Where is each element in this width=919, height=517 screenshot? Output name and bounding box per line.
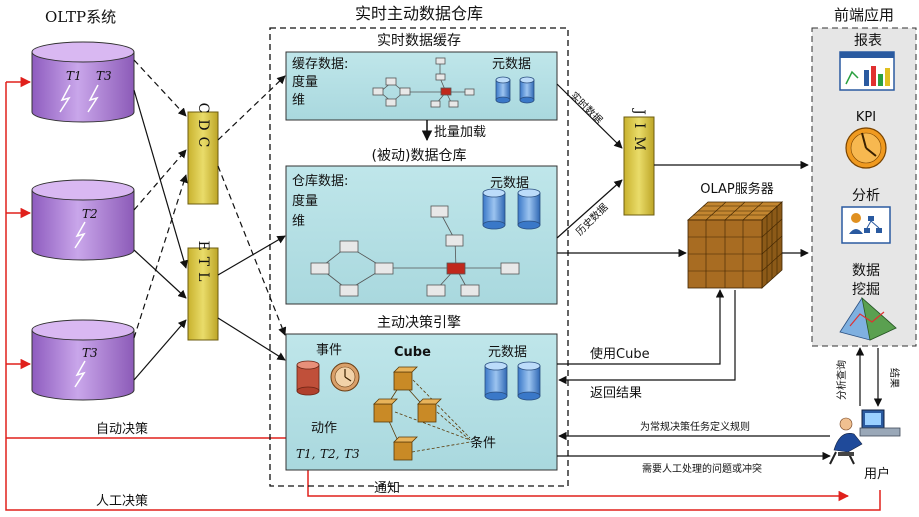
- result-label: 结果: [888, 368, 901, 388]
- to-jim-arrows: [556, 83, 809, 239]
- cache-dim-label: 维: [292, 93, 305, 108]
- engine-meta-label: 元数据: [488, 345, 527, 360]
- auto-decision-label: 自动决策: [96, 421, 148, 437]
- mining-pyramid-icon: [839, 296, 897, 341]
- passive-meta-label: 元数据: [490, 176, 529, 191]
- cache-title: 实时数据缓存: [377, 33, 461, 49]
- manual-decision-label: 人工决策: [96, 493, 148, 509]
- cache-star-schema: [372, 57, 475, 108]
- olap-arrows: [557, 248, 809, 385]
- passive-panel: 仓库数据: 度量 维 元数据: [285, 165, 558, 305]
- passive-dim-label: 维: [292, 214, 305, 229]
- manual-decision-arrows: [5, 76, 881, 511]
- notify-label: 通知: [374, 480, 400, 496]
- action-t2: T2,: [320, 447, 339, 461]
- frontend-title: 前端应用: [834, 6, 894, 24]
- engine-panel: 事件 Cube 元数据: [285, 333, 558, 471]
- use-cube-label: 使用Cube: [590, 346, 650, 362]
- etl-label: ETL: [195, 241, 211, 288]
- oltp-database-1: T1 T3: [31, 41, 135, 123]
- query-label: 分析查询: [835, 360, 848, 400]
- frontend-user-arrows: [855, 347, 883, 407]
- lightning-icon: [74, 360, 86, 388]
- user-label: 用户: [864, 466, 890, 482]
- t3-label: T3: [96, 69, 112, 83]
- return-result-label: 返回结果: [590, 386, 642, 401]
- t3-label-db3: T3: [82, 346, 98, 360]
- passive-star-schema: [310, 205, 520, 297]
- olap-title: OLAP服务器: [700, 181, 774, 197]
- warehouse-frame: [269, 27, 569, 487]
- kpi-label: KPI: [856, 110, 876, 125]
- analysis-icon: [841, 206, 891, 244]
- cache-measure-label: 度量: [292, 74, 318, 90]
- cache-panel: 缓存数据: 度量 维 元数据: [285, 51, 558, 121]
- user-icon: [829, 409, 901, 465]
- mining-label-2: 挖掘: [852, 282, 880, 298]
- cdc-label: CDC: [195, 103, 211, 154]
- event-label: 事件: [316, 343, 342, 358]
- action-label: 动作: [311, 421, 337, 436]
- cube-label: Cube: [394, 345, 431, 360]
- passive-data-label: 仓库数据:: [292, 173, 348, 189]
- passive-title: (被动)数据仓库: [372, 148, 467, 164]
- oltp-title: OLTP系统: [45, 8, 116, 26]
- cube-tree: [373, 366, 471, 461]
- cache-meta-cylinders: [495, 76, 535, 104]
- cdc-box: CDC: [187, 103, 219, 205]
- jim-label: JIM: [631, 107, 647, 158]
- realtime-data-label: 实时数据: [568, 89, 605, 126]
- lightning-icon: [59, 84, 71, 113]
- batch-load-label: 批量加载: [434, 125, 486, 140]
- engine-meta-cylinders: [484, 361, 541, 401]
- lightning-icon: [87, 84, 99, 113]
- human-issue-label: 需要人工处理的问题或冲突: [642, 462, 762, 475]
- report-label: 报表: [854, 33, 882, 49]
- oltp-database-3: T3: [31, 319, 135, 401]
- user-engine-arrows: [557, 431, 831, 461]
- cache-data-label: 缓存数据:: [292, 57, 348, 72]
- report-icon: [839, 51, 895, 91]
- jim-box: JIM: [623, 107, 655, 216]
- etl-box: ETL: [187, 241, 219, 341]
- event-cylinder-icon: [296, 360, 320, 396]
- t1-label: T1: [66, 69, 82, 83]
- lightning-icon: [74, 221, 86, 249]
- rules-label: 为常规决策任务定义规则: [640, 420, 750, 433]
- action-t1: T1,: [296, 447, 315, 461]
- condition-label: 条件: [470, 435, 496, 451]
- cache-meta-label: 元数据: [492, 57, 531, 72]
- passive-meta-cylinders: [482, 188, 541, 230]
- clock-icon: [330, 362, 360, 392]
- warehouse-title: 实时主动数据仓库: [355, 4, 483, 23]
- mining-label-1: 数据: [852, 263, 880, 279]
- passive-measure-label: 度量: [292, 193, 318, 209]
- analysis-label: 分析: [852, 188, 880, 204]
- t2-label: T2: [82, 207, 98, 221]
- action-t3: T3: [344, 447, 360, 461]
- kpi-gauge-icon: [845, 127, 887, 169]
- olap-cube: [686, 201, 784, 289]
- oltp-database-2: T2: [31, 179, 135, 261]
- engine-title: 主动决策引擎: [377, 314, 461, 331]
- oltp-to-cdc-etl-arrows: [133, 59, 287, 381]
